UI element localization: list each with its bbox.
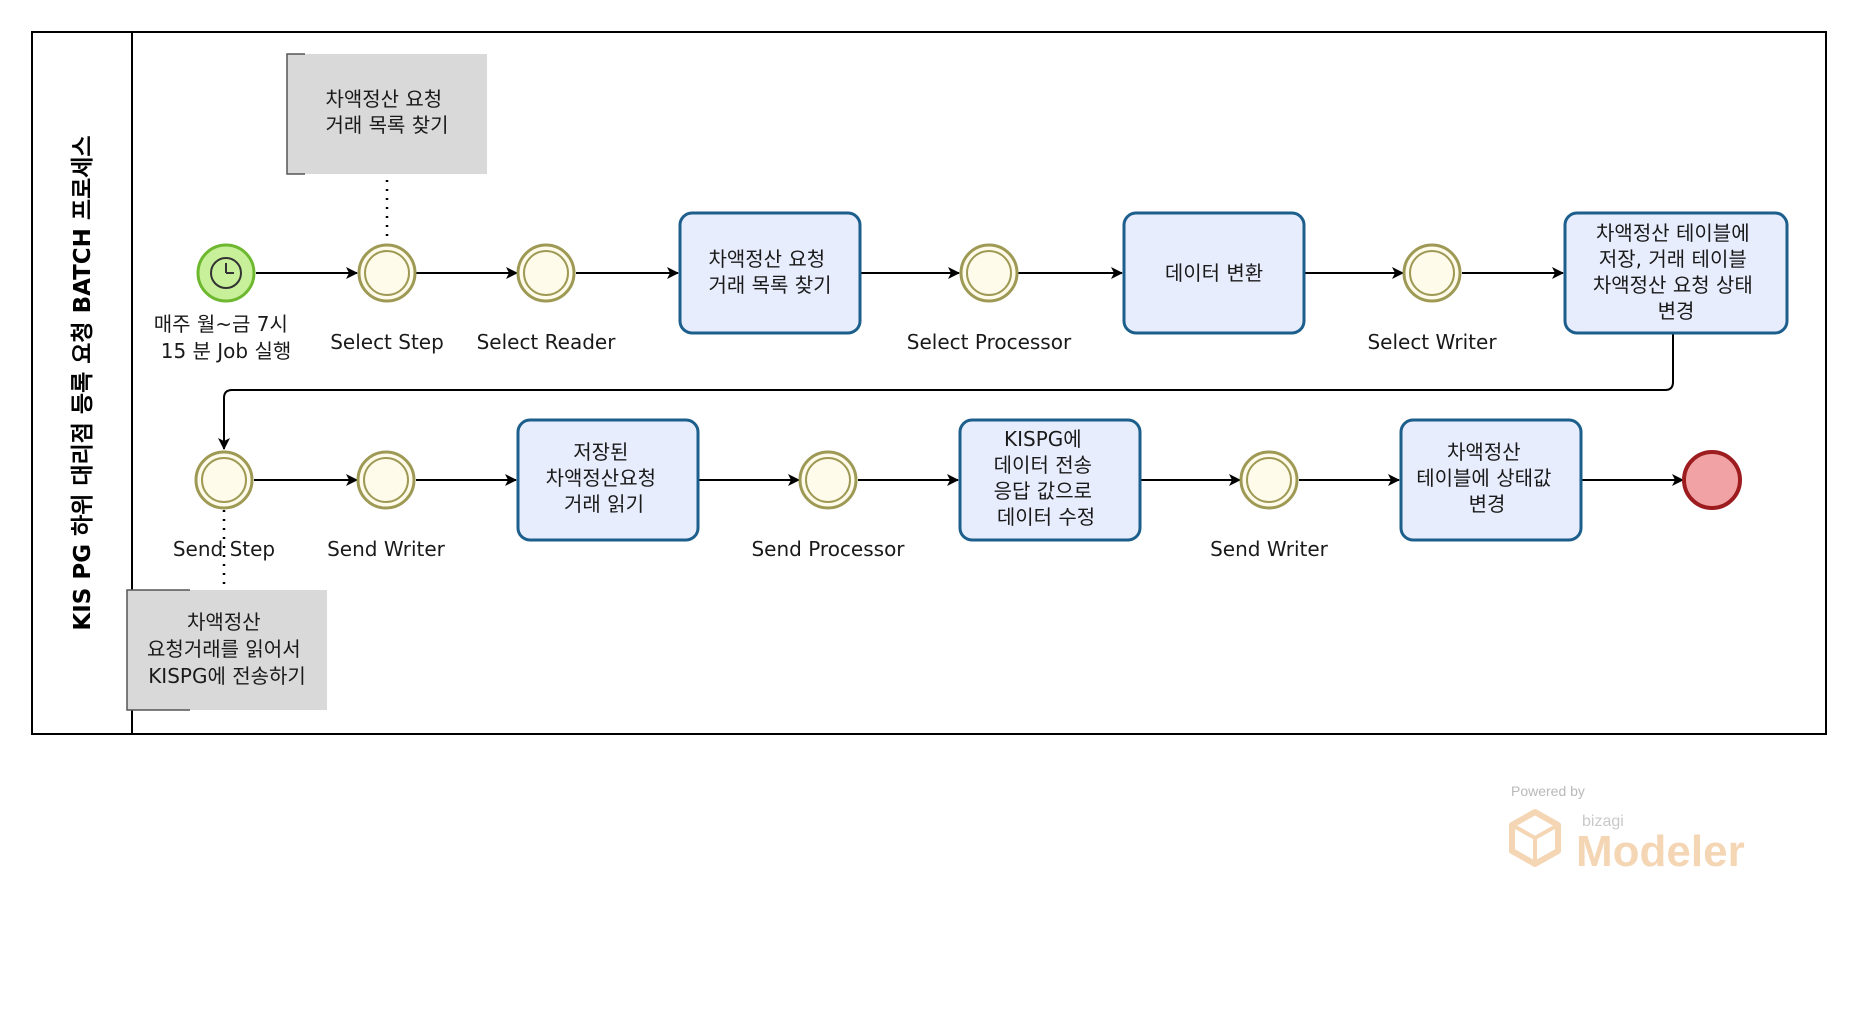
svg-text:차액정산 요청 거래 목록 찾기: 차액정산 요청 거래 목록 찾기 bbox=[325, 87, 448, 137]
svg-text:차액정산 테이블에 저장, 거래 테이블: 차액정산 테이블에 저장, 거래 테이블 차액정산 요청 상태 변경 bbox=[1593, 221, 1759, 323]
event-send-writer-2[interactable] bbox=[1239, 450, 1299, 510]
sequence-flows bbox=[218, 267, 1684, 486]
annotation-select-step[interactable]: 차액정산 요청 거래 목록 찾기 bbox=[286, 53, 487, 175]
annotation-line: 차액정산 bbox=[187, 610, 261, 634]
task-convert-data[interactable]: 데이터 변환 bbox=[1122, 211, 1306, 335]
event-label: Select Reader bbox=[477, 330, 617, 354]
event-select-writer[interactable] bbox=[1402, 243, 1462, 303]
end-event[interactable] bbox=[1682, 450, 1742, 510]
event-send-writer-1[interactable] bbox=[356, 450, 416, 510]
task-label: 거래 목록 찾기 bbox=[708, 273, 831, 297]
task-label: 차액정산 요청 bbox=[708, 247, 825, 271]
event-label: Send Processor bbox=[751, 537, 905, 561]
task-label: 차액정산 bbox=[1447, 440, 1521, 464]
start-event-label: 15 분 Job 실행 bbox=[161, 339, 292, 363]
task-label: 저장된 bbox=[573, 440, 628, 464]
clock-icon bbox=[210, 257, 242, 289]
watermark-powered-by: Powered by bbox=[1511, 783, 1585, 799]
annotation-line: 거래 목록 찾기 bbox=[325, 113, 448, 137]
annotation-send-step[interactable]: 차액정산 요청거래를 읽어서 KISPG에 전송하기 bbox=[126, 589, 327, 711]
flow-to-send-step[interactable] bbox=[218, 334, 1674, 450]
event-label: Select Processor bbox=[907, 330, 1072, 354]
svg-text:차액정산 요청거래를 읽어서 KIS: 차액정산 요청거래를 읽어서 KISPG에 전송하기 bbox=[147, 610, 307, 688]
event-label: Send Step bbox=[173, 537, 275, 561]
task-label: 저장, 거래 테이블 bbox=[1599, 247, 1747, 271]
event-label: Select Writer bbox=[1367, 330, 1497, 354]
task-label: 변경 bbox=[1469, 492, 1506, 516]
annotation-line: KISPG에 전송하기 bbox=[148, 664, 306, 688]
event-label: Select Step bbox=[330, 330, 444, 354]
event-label: Send Writer bbox=[327, 537, 446, 561]
task-find-requests[interactable]: 차액정산 요청 거래 목록 찾기 bbox=[678, 211, 862, 335]
svg-text:저장된 차액정산요청 거래 읽기: 저장된 차액정산요청 거래 읽기 bbox=[546, 440, 663, 516]
svg-text:매주 월~금 7시 15 분 Job 실행: 매주 월~금 7시 15 분 Job 실행 bbox=[154, 312, 295, 363]
task-label: 차액정산 테이블에 bbox=[1596, 221, 1750, 245]
task-label: KISPG에 bbox=[1004, 427, 1082, 451]
bizagi-logo-icon bbox=[1509, 809, 1561, 867]
task-save-update[interactable]: 차액정산 테이블에 저장, 거래 테이블 차액정산 요청 상태 변경 bbox=[1563, 211, 1789, 335]
task-update-status[interactable]: 차액정산 테이블에 상태값 변경 bbox=[1399, 418, 1583, 542]
event-select-reader[interactable] bbox=[516, 243, 576, 303]
task-label: 응답 값으로 bbox=[994, 479, 1092, 503]
start-timer-event[interactable] bbox=[196, 243, 256, 303]
task-label: 데이터 변환 bbox=[1165, 261, 1263, 285]
event-label: Send Writer bbox=[1210, 537, 1329, 561]
annotation-line: 차액정산 요청 bbox=[325, 87, 442, 111]
watermark-product: Modeler bbox=[1576, 827, 1745, 876]
watermark-vendor: bizagi bbox=[1582, 813, 1624, 830]
task-send-kispg[interactable]: KISPG에 데이터 전송 응답 값으로 데이터 수정 bbox=[958, 418, 1142, 542]
annotation-line: 요청거래를 읽어서 bbox=[147, 637, 301, 661]
bizagi-watermark: Powered by bizagi Modeler bbox=[1509, 783, 1745, 876]
start-event-label: 매주 월~금 7시 bbox=[154, 312, 288, 336]
event-select-processor[interactable] bbox=[959, 243, 1019, 303]
event-send-processor[interactable] bbox=[798, 450, 858, 510]
task-read-saved[interactable]: 저장된 차액정산요청 거래 읽기 bbox=[516, 418, 700, 542]
task-label: 변경 bbox=[1658, 299, 1695, 323]
svg-text:차액정산 테이블에 상태값 변경: 차액정산 테이블에 상태값 변경 bbox=[1416, 440, 1558, 516]
task-label: 차액정산 요청 상태 bbox=[1593, 273, 1753, 297]
task-label: 차액정산요청 bbox=[546, 466, 656, 490]
task-label: 거래 읽기 bbox=[564, 492, 644, 516]
event-select-step[interactable] bbox=[357, 243, 417, 303]
task-label: 데이터 수정 bbox=[997, 505, 1095, 529]
svg-text:KISPG에 데이터 전송 응답 값: KISPG에 데이터 전송 응답 값으로 데이터 수정 bbox=[994, 427, 1099, 529]
pool-title: KIS PG 하위 대리점 등록 요청 BATCH 프로세스 bbox=[70, 135, 96, 630]
svg-text:차액정산 요청 거래 목록 찾기: 차액정산 요청 거래 목록 찾기 bbox=[708, 247, 831, 297]
task-label: 데이터 전송 bbox=[994, 453, 1092, 477]
task-label: 테이블에 상태값 bbox=[1416, 466, 1551, 490]
event-send-step[interactable] bbox=[194, 450, 254, 510]
